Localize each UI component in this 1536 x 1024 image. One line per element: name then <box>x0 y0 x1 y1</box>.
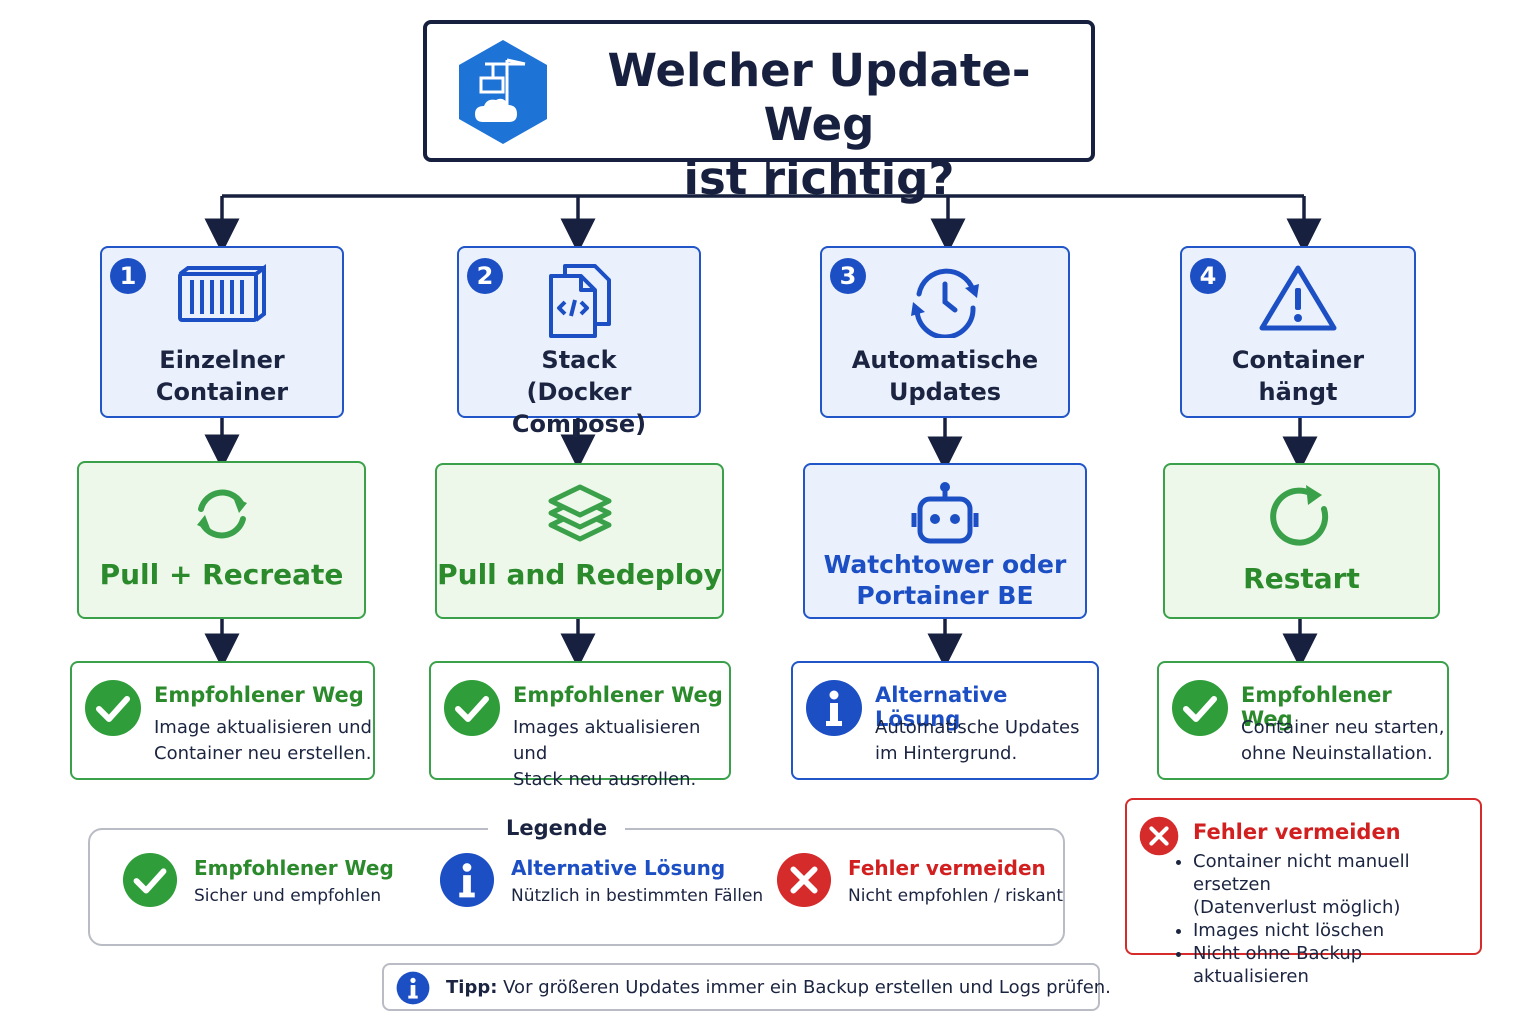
legend-item-desc: Sicher und empfohlen <box>194 886 382 906</box>
legend-item-desc: Nützlich in bestimmten Fällen <box>511 886 764 906</box>
legend-item-title: Alternative Lösung <box>511 856 726 880</box>
green-checkmark-icon <box>1171 679 1229 741</box>
category-label: Container hängt <box>1231 346 1365 406</box>
tip-box: Tipp: Vor größeren Updates immer ein Bac… <box>382 963 1111 1011</box>
legend-item-desc: Nicht empfohlen / riskant <box>848 886 1064 906</box>
info-icon <box>805 679 863 741</box>
result-text: Automatische Updates im Hintergrund. <box>875 717 1080 764</box>
red-x-icon <box>776 852 832 908</box>
layers-icon <box>437 481 722 551</box>
errors-list: Container nicht manuell ersetzen (Datenv… <box>1175 850 1480 988</box>
legend-item-title: Fehler vermeiden <box>848 856 1046 880</box>
category-box-automatische-updates: 3 Automatische Updates <box>820 246 1070 418</box>
tip-body: Vor größeren Updates immer ein Backup er… <box>497 977 1111 998</box>
result-box-alternative: Alternative Lösung Automatische Updates … <box>791 661 1099 780</box>
green-checkmark-icon <box>443 679 501 741</box>
result-text: Container neu starten, ohne Neuinstallat… <box>1241 717 1445 764</box>
category-label: Automatische Updates <box>851 346 1039 406</box>
restart-icon <box>1165 481 1438 551</box>
action-label: Pull and Redeploy <box>437 558 722 591</box>
legend-item-title: Empfohlener Weg <box>194 856 394 880</box>
result-title: Alternative Lösung <box>875 683 1008 731</box>
sync-arrows-icon <box>79 479 364 549</box>
legend: Legende Empfohlener Weg Sicher und empfo… <box>88 816 1065 946</box>
info-icon <box>439 852 495 908</box>
action-label: Pull + Recreate <box>99 558 344 591</box>
step-number-badge: 3 <box>830 258 866 294</box>
step-number-badge: 2 <box>467 258 503 294</box>
tip-label: Tipp: <box>446 977 498 998</box>
error-item: Images nicht löschen <box>1193 919 1480 942</box>
title-line-2: ist richtig? <box>683 152 955 205</box>
step-number-badge: 1 <box>110 258 146 294</box>
legend-item-avoid: Fehler vermeiden Nicht empfohlen / riska… <box>776 852 1063 912</box>
result-title: Empfohlener Weg <box>1241 683 1392 731</box>
info-icon <box>396 971 430 1005</box>
title-box: Welcher Update-Weg ist richtig? <box>423 20 1095 205</box>
category-label: Stack (Docker Compose) <box>511 346 647 438</box>
clock-cycle-icon <box>822 262 1068 342</box>
error-item: Nicht ohne Backup aktualisieren <box>1193 942 1480 988</box>
action-label: Watchtower oder Portainer BE <box>823 550 1067 610</box>
docker-crane-logo-icon <box>455 38 551 150</box>
action-box-pull-redeploy: Pull and Redeploy <box>435 463 724 619</box>
result-text: Images aktualisieren und Stack neu ausro… <box>513 717 701 790</box>
result-text: Image aktualisieren und Container neu er… <box>154 717 372 764</box>
category-label: Einzelner Container <box>155 346 289 406</box>
category-box-container-haengt: 4 Container hängt <box>1180 246 1416 418</box>
result-title: Empfohlener Weg <box>154 683 364 707</box>
errors-title: Fehler vermeiden <box>1193 820 1401 844</box>
robot-icon <box>805 481 1085 551</box>
legend-item-recommended: Empfohlener Weg Sicher und empfohlen <box>122 852 394 912</box>
result-box-recommended: Empfohlener Weg Images aktualisieren und… <box>429 661 731 790</box>
result-box-recommended: Empfohlener Weg Image aktualisieren und … <box>70 661 375 780</box>
green-checkmark-icon <box>122 852 178 908</box>
action-box-watchtower: Watchtower oder Portainer BE <box>803 463 1087 619</box>
error-item: Container nicht manuell ersetzen <box>1193 850 1480 896</box>
errors-box: Fehler vermeiden Container nicht manuell… <box>1125 798 1482 987</box>
legend-title: Legende <box>488 816 626 840</box>
category-box-einzelner-container: 1 Einzelner Container <box>100 246 344 418</box>
shipping-container-icon <box>102 262 342 342</box>
title-line-1: Welcher Update-Weg <box>607 44 1031 151</box>
tip-text: Tipp: Vor größeren Updates immer ein Bac… <box>446 977 1111 998</box>
action-box-pull-recreate: Pull + Recreate <box>77 461 366 619</box>
action-label: Restart <box>1243 562 1360 595</box>
warning-icon <box>1182 262 1414 342</box>
red-x-icon <box>1139 816 1179 856</box>
legend-item-alternative: Alternative Lösung Nützlich in bestimmte… <box>439 852 763 912</box>
result-box-recommended: Empfohlener Weg Container neu starten, o… <box>1157 661 1449 780</box>
page-title: Welcher Update-Weg ist richtig? <box>557 44 1081 206</box>
result-title: Empfohlener Weg <box>513 683 723 707</box>
step-number-badge: 4 <box>1190 258 1226 294</box>
error-item-note: (Datenverlust möglich) <box>1193 897 1401 918</box>
action-box-restart: Restart <box>1163 463 1440 619</box>
green-checkmark-icon <box>84 679 142 741</box>
code-files-icon <box>459 262 699 342</box>
category-box-stack: 2 Stack (Docker Compose) <box>457 246 701 438</box>
